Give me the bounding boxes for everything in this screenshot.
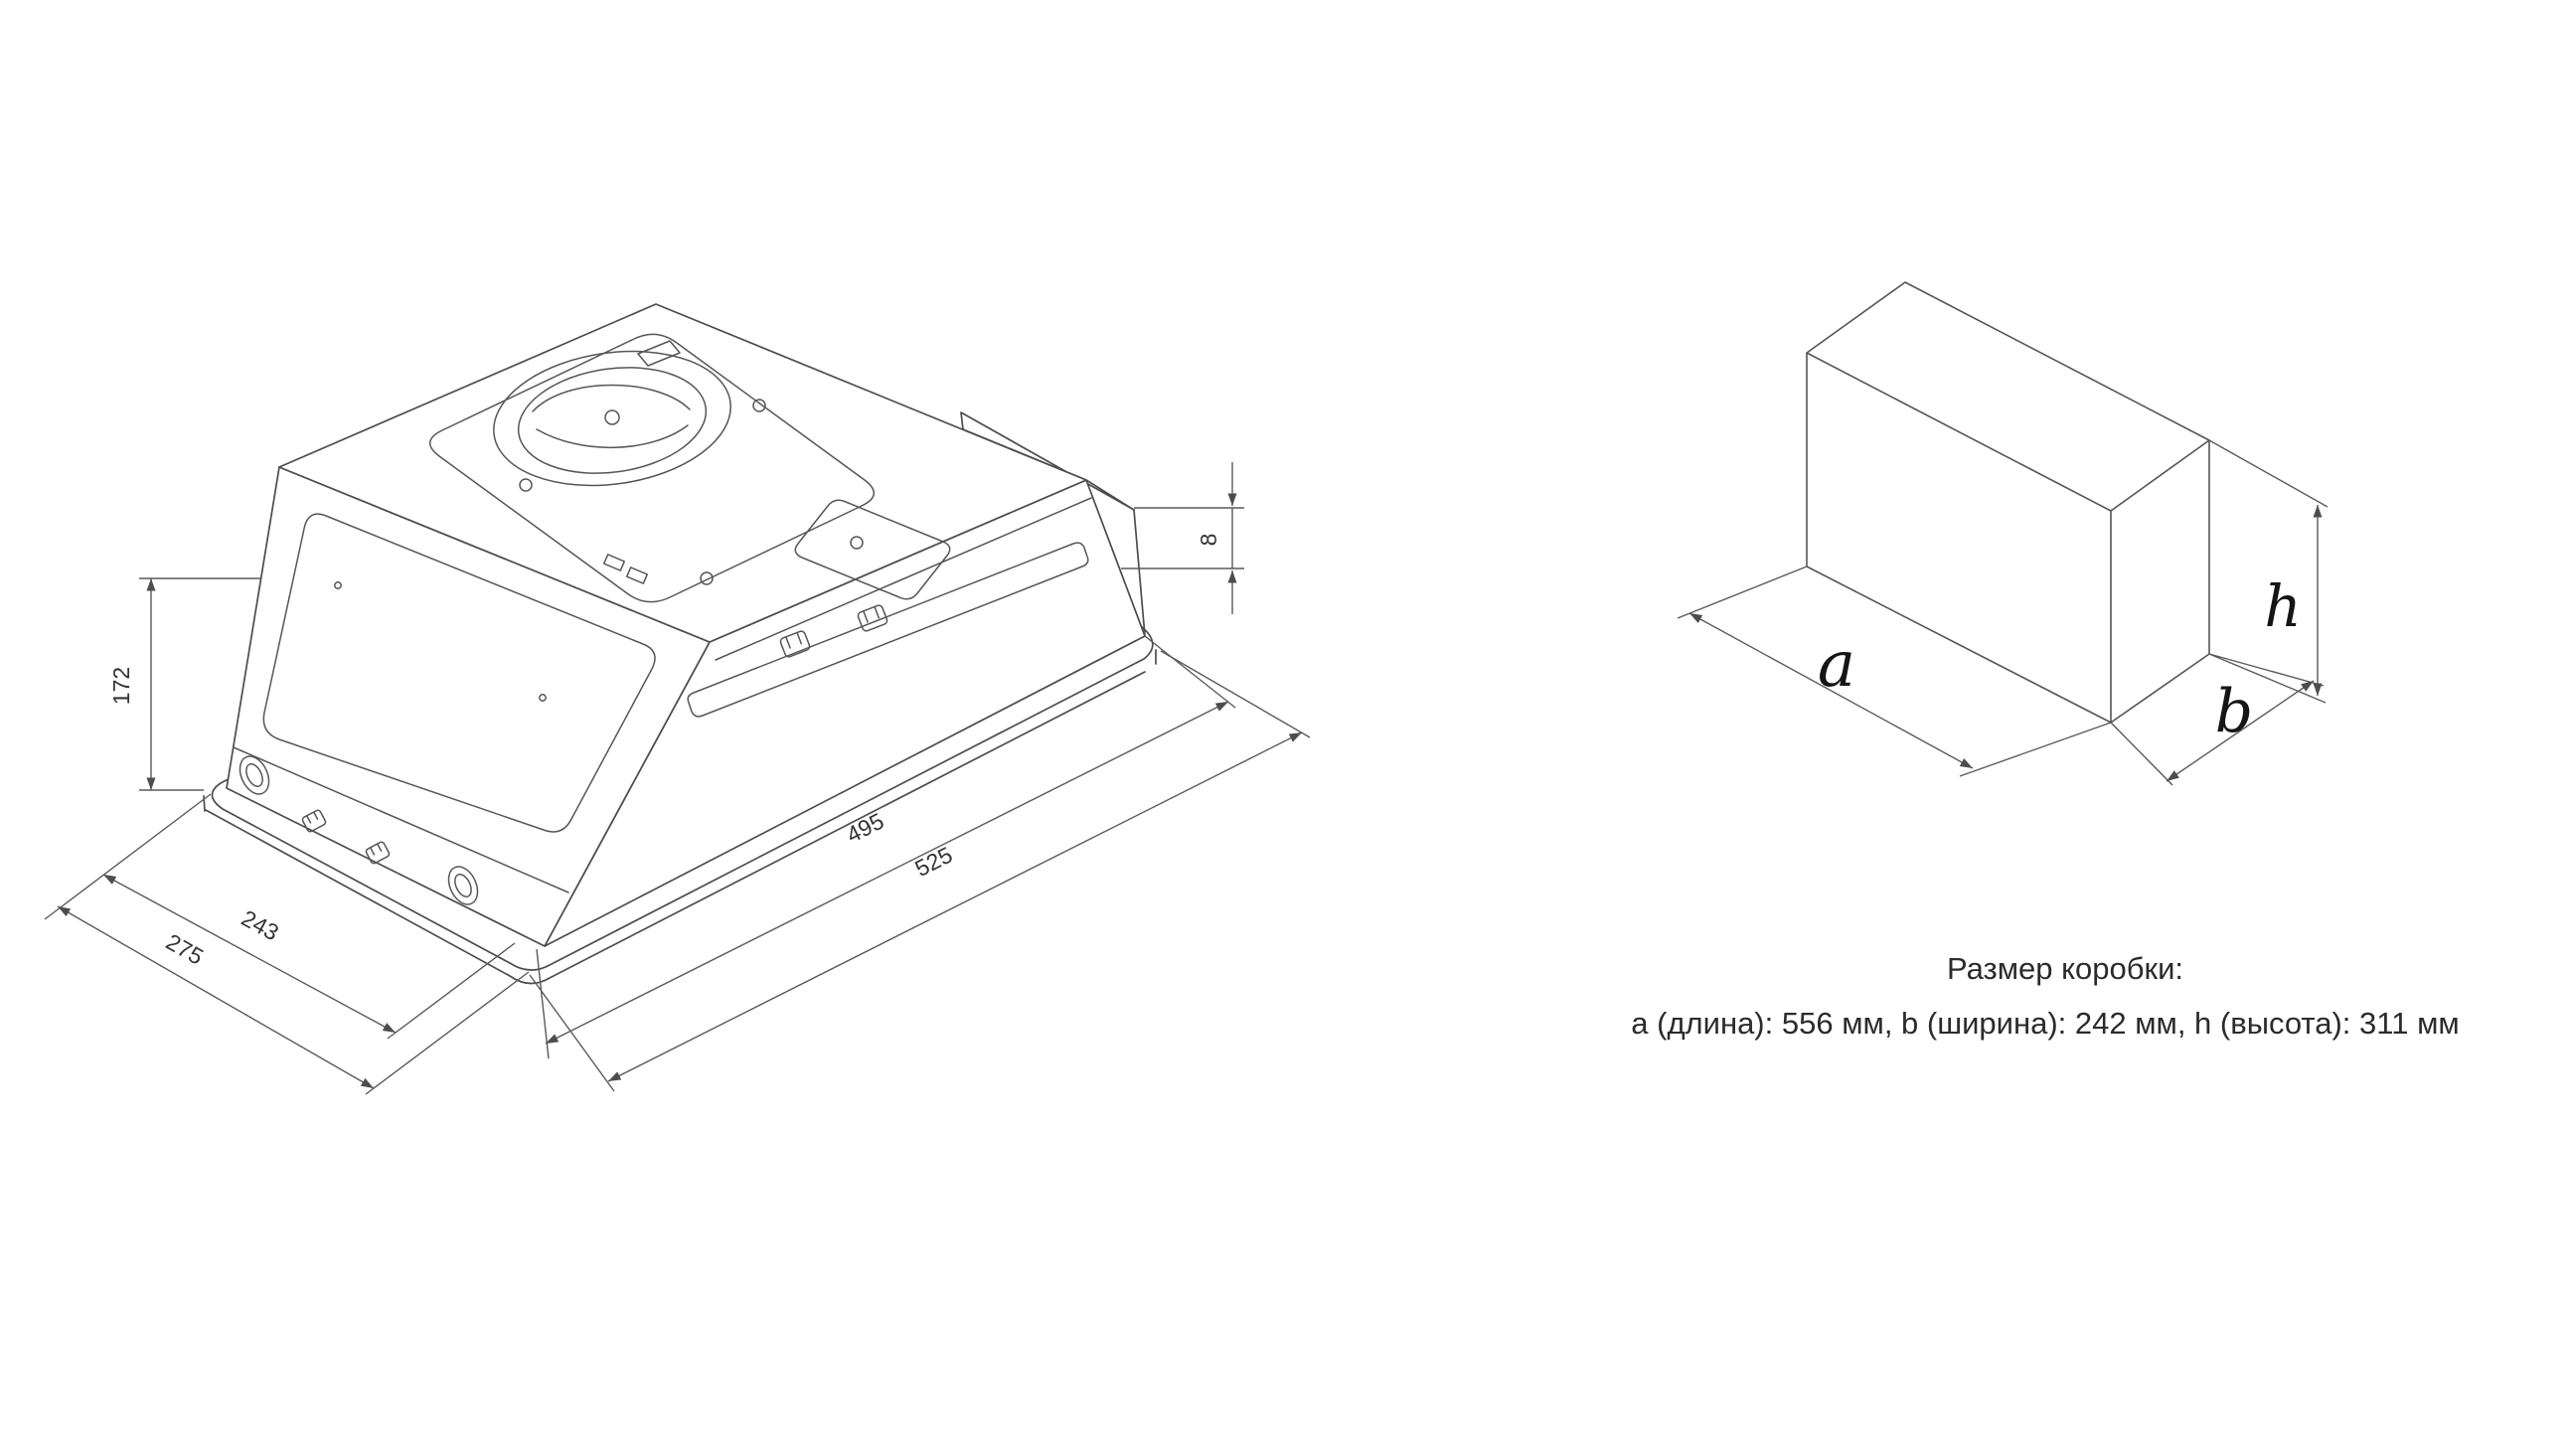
screw-icon [850, 536, 864, 550]
exhaust-duct-collar [493, 340, 731, 487]
duct-damper-handle-top [532, 384, 691, 412]
dim-label-flange-lip: 8 [1196, 534, 1221, 547]
right-face-vent-strip [687, 542, 1089, 718]
glass-panel-outline [262, 513, 656, 833]
ext-line [1959, 722, 2112, 777]
top-plate-outline [429, 333, 875, 603]
box-dimensions-diagram: a b h [1677, 281, 2329, 786]
duct-inner-ring [517, 367, 708, 474]
dim-line-275 [57, 905, 375, 1089]
box-dim-a: a [1677, 566, 2112, 777]
clamp-plate [603, 554, 625, 571]
dim-line-243 [102, 874, 397, 1034]
screw-icon [519, 478, 533, 492]
clamp-plate [626, 566, 648, 584]
ext-line [2208, 653, 2325, 687]
dim-label-width-outer: 275 [162, 928, 208, 970]
keyhole-outer [239, 755, 270, 795]
box-label-a: a [1818, 628, 1855, 702]
right-face-clip-2 [857, 604, 888, 632]
cable-clamp [603, 554, 625, 571]
motor-plate-outline [794, 499, 951, 600]
ext-line [365, 971, 530, 1095]
ext-line [1677, 566, 1808, 619]
dim-line [1688, 612, 1974, 769]
dim-label-height: 172 [108, 667, 134, 705]
duct-damper-handle-bottom [536, 424, 689, 449]
clip-detail [785, 631, 803, 649]
glass-dot-2 [539, 694, 547, 702]
ext-line [44, 793, 212, 920]
ext-line [1160, 650, 1311, 738]
dim-label-width-inner: 243 [238, 904, 283, 945]
clip-body [301, 809, 327, 833]
left-face-clip-1 [301, 809, 327, 833]
ext-line [1144, 635, 1236, 709]
dim-height: 172 [108, 577, 261, 791]
keyhole-inner [454, 873, 472, 898]
clip-detail [369, 843, 383, 856]
dim-label-length-inner: 495 [842, 808, 887, 848]
box-right-face [2110, 440, 2210, 724]
caption-title: Размер коробки: [1947, 951, 2183, 986]
hood-right-corner-edge [1133, 509, 1146, 637]
dim-line [2166, 680, 2315, 782]
screw-icon [752, 399, 766, 412]
clip-body [779, 630, 811, 658]
screw-icon [700, 571, 714, 585]
hood-face-top [278, 303, 1087, 643]
duct-outer-ring [493, 350, 731, 487]
ext-line [529, 974, 615, 1092]
right-face-fold-line [715, 497, 1092, 661]
clip-detail [305, 811, 319, 824]
box-dim-h: h [2208, 439, 2329, 704]
keyhole-slot-1 [239, 755, 270, 795]
ext-line [387, 942, 516, 1040]
box-dim-b: b [2110, 653, 2325, 786]
dim-line-525 [607, 731, 1303, 1082]
hood-isometric-drawing [203, 303, 1157, 985]
ext-line [2208, 439, 2329, 508]
ext-line [2208, 653, 2327, 704]
duct-center-pin [604, 409, 620, 425]
glass-dot-1 [334, 581, 342, 589]
top-face-screws [519, 399, 864, 585]
dim-flange-lip: 8 [1121, 462, 1244, 614]
left-face-clip-2 [365, 841, 391, 865]
duct-tab [637, 340, 681, 367]
box-label-h: h [2264, 572, 2301, 640]
clip-body [857, 604, 888, 632]
box-label-b: b [2215, 677, 2253, 746]
box-size-caption: Размер коробки: a (длина): 556 мм, b (ши… [1631, 951, 2459, 1041]
caption-details: a (длина): 556 мм, b (ширина): 242 мм, h… [1631, 1006, 2459, 1041]
right-face-details [687, 497, 1092, 718]
keyhole-slot-2 [447, 866, 479, 905]
ext-line [2110, 722, 2173, 786]
cable-clamp-2 [626, 566, 648, 584]
left-face-fold-line [233, 746, 569, 893]
top-face-details [429, 333, 951, 603]
left-face-details [233, 513, 656, 905]
hood-dimensions: 172 243 275 495 525 [44, 462, 1311, 1095]
keyhole-inner [245, 762, 263, 788]
clip-body [365, 841, 391, 865]
keyhole-outer [447, 866, 479, 905]
right-face-clip-1 [779, 630, 811, 658]
clip-detail [863, 605, 881, 623]
box-top-face [1806, 281, 2210, 512]
dim-label-length-outer: 525 [910, 842, 956, 882]
